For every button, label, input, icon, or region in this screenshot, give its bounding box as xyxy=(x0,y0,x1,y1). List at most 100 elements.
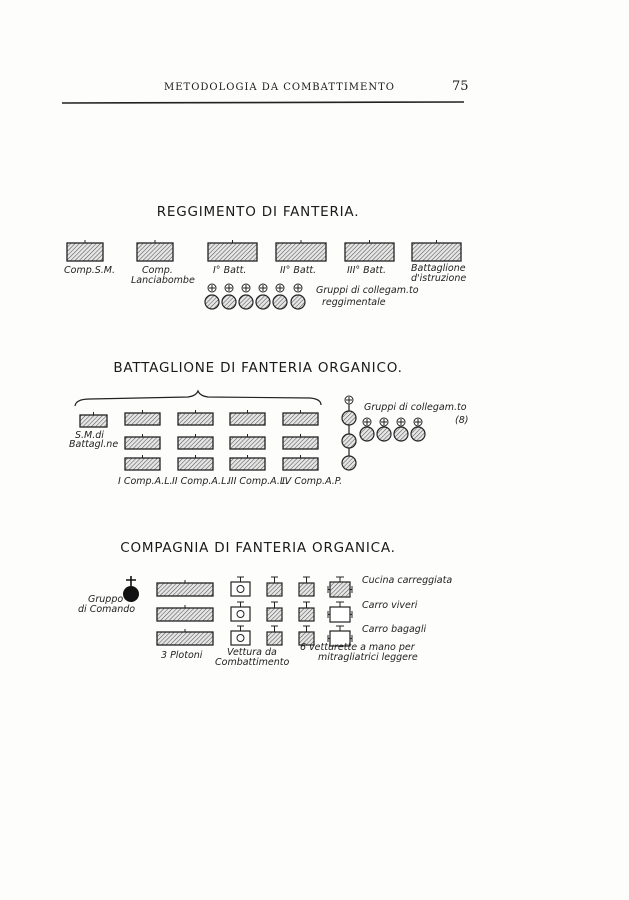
label-vetturette-2: mitragliatrici leggere xyxy=(318,652,418,663)
running-title: METODOLOGIA DA COMBATTIMENTO xyxy=(164,82,395,93)
section-title-reggimento: REGGIMENTO DI FANTERIA. xyxy=(156,204,360,220)
handle-icon xyxy=(271,601,278,608)
company-0-platoon-0 xyxy=(124,412,161,426)
company-3-platoon-1 xyxy=(282,436,319,450)
liaison-plus-icon-cross xyxy=(226,285,232,291)
label-batt-2: II° Batt. xyxy=(280,265,317,276)
liaison-plus-icon-cross xyxy=(260,285,266,291)
handle-icon xyxy=(271,625,278,632)
wagon-shafts-icon xyxy=(327,601,353,618)
liaison-group-5 xyxy=(290,294,306,310)
company-3-platoon-0 xyxy=(282,412,319,426)
section-title-battaglione: BATTAGLIONE DI FANTERIA ORGANICO. xyxy=(113,360,403,376)
company-1-platoon-1 xyxy=(177,436,214,450)
brace xyxy=(74,389,322,407)
platoon-0 xyxy=(156,582,214,597)
wagon-0 xyxy=(329,581,351,598)
regiment-unit-3 xyxy=(275,242,327,262)
liaison-group-0 xyxy=(204,294,220,310)
liaison-chain-group-2 xyxy=(341,455,357,471)
label-gruppi-2: reggimentale xyxy=(322,297,386,308)
company-3-platoon-2 xyxy=(282,457,319,471)
label-comp-1: I Comp.A.L. xyxy=(118,476,173,487)
regiment-unit-5 xyxy=(411,242,462,262)
label-batt-1: I° Batt. xyxy=(213,265,247,276)
staff-unit xyxy=(79,414,108,428)
label-carro-viveri: Carro viveri xyxy=(362,600,418,611)
liaison-plus-icon-cross xyxy=(415,419,421,425)
wagon-shafts-icon xyxy=(327,576,353,593)
liaison-chain-group-1 xyxy=(341,433,357,449)
liaison-plus-icon-cross xyxy=(381,419,387,425)
wagon-shafts-icon xyxy=(327,625,353,642)
combat-car-1 xyxy=(230,606,251,622)
regiment-unit-2 xyxy=(207,242,258,262)
liaison-group-3 xyxy=(255,294,271,310)
wagon-1 xyxy=(329,606,351,623)
handcart-2-0 xyxy=(266,631,283,646)
label-gruppi-batt: Gruppi di collegam.to xyxy=(364,402,467,413)
liaison-group-b-0 xyxy=(359,426,375,442)
label-plotoni: 3 Plotoni xyxy=(161,650,203,661)
liaison-plus-icon-cross xyxy=(364,419,370,425)
label-gruppi-1: Gruppi di collegam.to xyxy=(316,285,419,296)
liaison-group-2 xyxy=(238,294,254,310)
combat-car-2 xyxy=(230,630,251,646)
command-cross-icon xyxy=(126,576,136,586)
liaison-plus-icon-cross xyxy=(295,285,301,291)
liaison-plus-icon-cross xyxy=(277,285,283,291)
label-comp: Comp. xyxy=(142,265,173,276)
handle-icon xyxy=(237,625,244,631)
wheel-icon xyxy=(236,610,245,618)
label-battaglione: Battaglione xyxy=(411,263,466,274)
handle-icon xyxy=(303,576,310,583)
header-rule xyxy=(61,101,465,104)
company-0-platoon-2 xyxy=(124,457,161,471)
liaison-group-b-1 xyxy=(376,426,392,442)
liaison-plus-icon-cross xyxy=(209,285,215,291)
label-cucina: Cucina carreggiata xyxy=(362,575,453,586)
page-number: 75 xyxy=(452,79,469,94)
label-comp-3: III Comp.A.L. xyxy=(228,476,289,487)
command-group-icon xyxy=(123,586,139,602)
platoon-2 xyxy=(156,631,214,646)
label-comp-sm: Comp.S.M. xyxy=(64,265,116,276)
regiment-unit-0 xyxy=(66,242,104,262)
company-2-platoon-2 xyxy=(229,457,266,471)
company-1-platoon-0 xyxy=(177,412,214,426)
label-comp-2: II Comp.A.L. xyxy=(172,476,230,487)
handle-icon xyxy=(303,625,310,632)
label-sm-1: S.M.di xyxy=(75,430,104,441)
label-lanciabombe: Lanciabombe xyxy=(131,275,195,286)
handle-icon xyxy=(237,576,244,582)
label-comando: di Comando xyxy=(78,604,136,615)
label-sm-2: Battagl.ne xyxy=(69,439,119,450)
regiment-unit-1 xyxy=(136,242,174,262)
regiment-unit-4 xyxy=(344,242,395,262)
handcart-0-1 xyxy=(298,582,315,597)
label-vettura-2: Combattimento xyxy=(215,657,290,668)
wheel-icon xyxy=(236,634,245,642)
liaison-plus-icon-cross xyxy=(243,285,249,291)
platoon-1 xyxy=(156,607,214,622)
label-gruppi-count: (8) xyxy=(455,415,469,426)
company-2-platoon-1 xyxy=(229,436,266,450)
label-vetturette-1: 6 vetturette a mano per xyxy=(300,642,415,653)
label-istruzione: d'istruzione xyxy=(411,273,467,284)
liaison-group-4 xyxy=(272,294,288,310)
liaison-plus-icon-cross xyxy=(346,397,352,403)
company-2-platoon-0 xyxy=(229,412,266,426)
handcart-1-0 xyxy=(266,607,283,622)
liaison-group-b-2 xyxy=(393,426,409,442)
company-0-platoon-1 xyxy=(124,436,161,450)
handle-icon xyxy=(271,576,278,583)
liaison-group-b-3 xyxy=(410,426,426,442)
label-batt-3: III° Batt. xyxy=(347,265,386,276)
label-gruppo: Gruppo xyxy=(88,594,124,605)
wheel-icon xyxy=(236,585,245,593)
handle-icon xyxy=(303,601,310,608)
company-1-platoon-2 xyxy=(177,457,214,471)
handcart-1-1 xyxy=(298,607,315,622)
